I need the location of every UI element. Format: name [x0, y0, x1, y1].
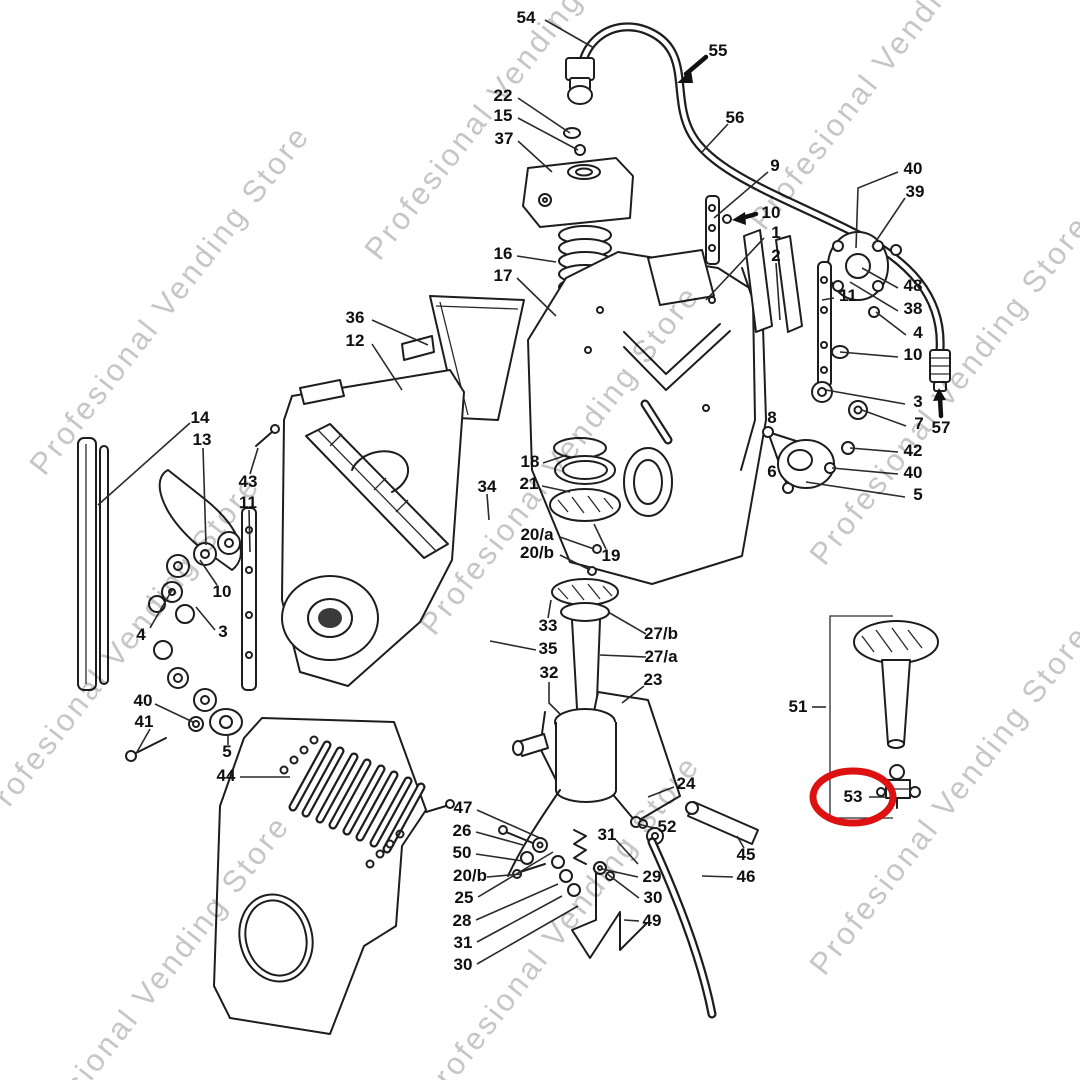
linkage-lower-right — [762, 426, 855, 494]
top-block-37 — [522, 157, 634, 228]
highlight-circle — [809, 767, 897, 827]
vent-slots — [288, 740, 426, 854]
leader-lines — [97, 19, 907, 965]
main-housing — [527, 249, 767, 585]
seals-and-discs — [549, 437, 621, 727]
washers-3-7 — [811, 381, 868, 420]
cover-44 — [213, 717, 455, 1035]
hose-assembly — [565, 22, 951, 392]
cup-and-chute — [507, 691, 681, 877]
rod-45-tube-46 — [647, 801, 759, 1019]
strip-11-right — [817, 261, 849, 388]
inset-51-53 — [809, 615, 939, 827]
side-plates-1-2 — [743, 229, 803, 333]
bold-arrows — [677, 54, 946, 419]
strip-9 — [705, 195, 732, 265]
left-strips-and-arm — [77, 437, 242, 712]
panel-12 — [281, 369, 465, 687]
flange-assembly — [827, 231, 902, 318]
strip-11-left — [241, 424, 280, 691]
clip-and-nut — [563, 127, 586, 156]
clutch-and-bolt — [125, 708, 243, 762]
